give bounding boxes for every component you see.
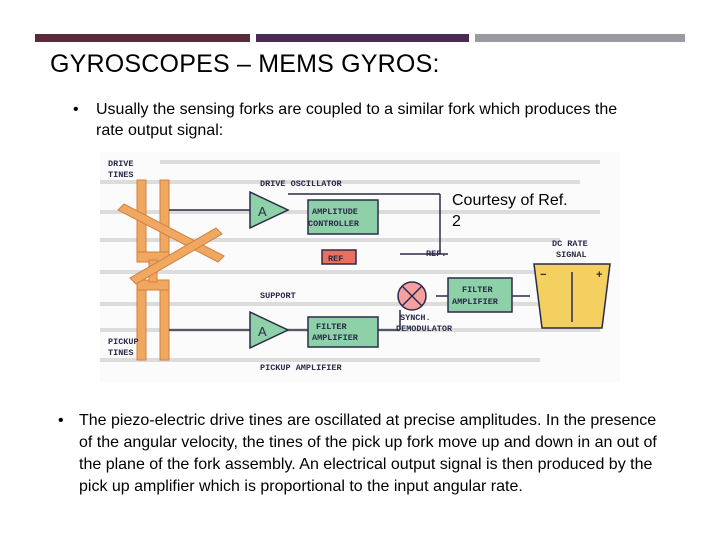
filter-amplifier-right-box (447, 277, 513, 313)
amp-label-top: A (258, 204, 267, 219)
label-amplitude-controller: AMPLITUDE CONTROLLER (308, 207, 363, 229)
amplifier-triangles (249, 190, 290, 350)
label-drive-tines-line-1: DRIVE (108, 159, 134, 169)
bullet-2: • The piezo-electric drive tines are osc… (58, 410, 658, 498)
fork-tines (117, 179, 225, 361)
label-filter-amplifier-right-line-2: AMPLIFIER (452, 297, 499, 307)
slide-title: GYROSCOPES – MEMS GYROS: (50, 50, 440, 78)
label-filter-amplifier-right-line-1: FILTER (462, 285, 494, 295)
label-dc-rate-signal-line-2: SIGNAL (556, 250, 587, 260)
label-synch-demodulator-line-1: SYNCH. (400, 313, 431, 323)
label-synch-demodulator: SYNCH. DEMODULATOR (396, 313, 453, 334)
bullet-2-text: The piezo-electric drive tines are oscil… (79, 412, 657, 495)
label-dc-rate-signal: DC RATE SIGNAL (552, 239, 593, 260)
label-support: SUPPORT (260, 291, 296, 301)
bullet-marker: • (73, 101, 79, 118)
signal-lines (169, 193, 530, 331)
gyro-diagram: A A DRIVE TINES DRIVE OSCILLATOR AMPLITU… (100, 152, 620, 382)
label-pickup-tines: PICKUP TINES (108, 337, 144, 358)
amplitude-controller-box (307, 199, 379, 235)
bullet-1: • Usually the sensing forks are coupled … (73, 99, 633, 141)
label-amplitude-controller-line-2: CONTROLLER (308, 219, 360, 229)
label-pickup-tines-line-1: PICKUP (108, 337, 139, 347)
bullet-marker: • (58, 412, 64, 429)
header-bar-right (475, 34, 685, 42)
ref-box (321, 249, 357, 265)
header-bar-middle (256, 34, 469, 42)
amp-label-bottom: A (258, 324, 267, 339)
label-synch-demodulator-line-2: DEMODULATOR (396, 324, 453, 334)
filter-amplifier-left-box (307, 316, 379, 348)
meter-plus-sign: + (596, 270, 603, 282)
label-drive-tines: DRIVE TINES (108, 159, 139, 180)
label-amplitude-controller-line-1: AMPLITUDE (312, 207, 358, 217)
label-pickup-tines-line-2: TINES (108, 348, 134, 358)
label-drive-tines-line-2: TINES (108, 170, 134, 180)
demodulator-cross-b (401, 285, 423, 307)
label-pickup-amplifier: PICKUP AMPLIFIER (260, 363, 343, 373)
meter-minus-sign: − (540, 270, 547, 282)
courtesy-note: Courtesy of Ref. 2 (452, 192, 568, 230)
label-drive-oscillator: DRIVE OSCILLATOR (260, 179, 343, 189)
label-ref-box: REF (328, 254, 343, 264)
label-filter-amplifier-right: FILTER AMPLIFIER (452, 285, 499, 307)
label-filter-amplifier-left: FILTER AMPLIFIER (312, 322, 359, 343)
header-bar-left (35, 34, 250, 42)
label-dc-rate-signal-line-1: DC RATE (552, 239, 588, 249)
label-filter-amplifier-left-line-2: AMPLIFIER (312, 333, 359, 343)
label-filter-amplifier-left-line-1: FILTER (316, 322, 348, 332)
label-ref: REF. (426, 249, 446, 259)
bullet-1-text: Usually the sensing forks are coupled to… (96, 101, 618, 139)
